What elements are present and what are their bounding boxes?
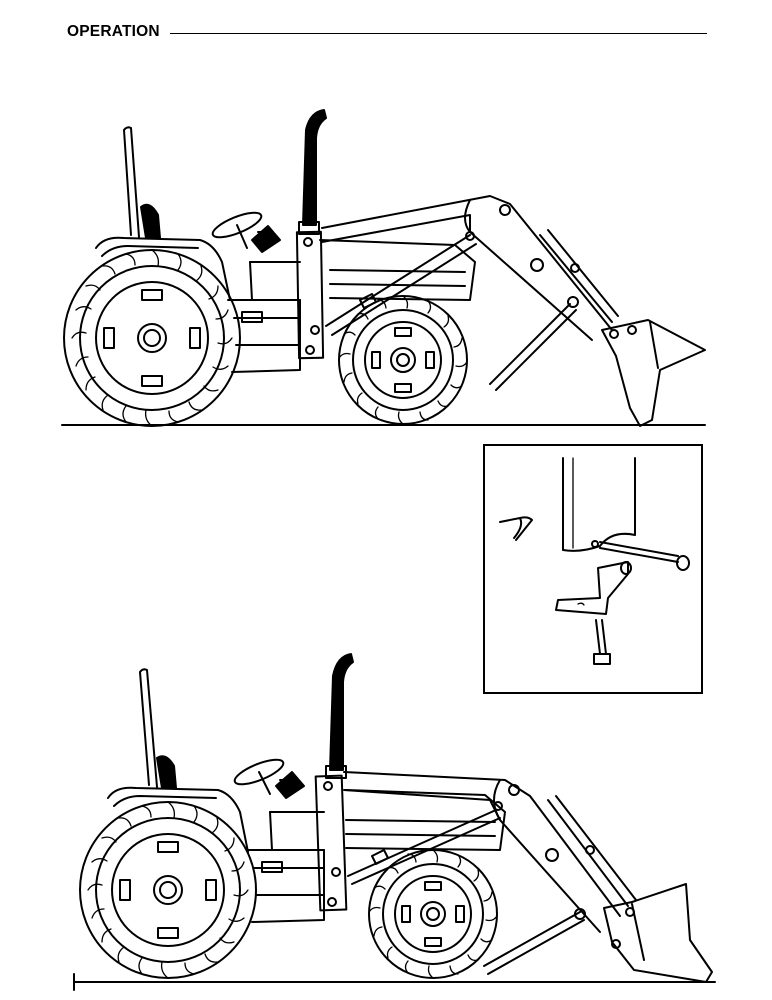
bottom-parking-stand xyxy=(483,908,586,975)
bottom-rear-fender xyxy=(107,786,249,853)
inset-upright-post xyxy=(562,457,636,552)
bottom-rear-wheel xyxy=(79,801,257,979)
inset-hair-pin-clip xyxy=(499,516,533,541)
bottom-tilt-cylinder xyxy=(547,795,637,907)
top-parking-stand xyxy=(489,296,579,391)
top-exhaust-stack xyxy=(298,109,327,235)
section-title: OPERATION xyxy=(67,23,160,40)
bottom-steering-wheel xyxy=(233,758,305,799)
page-header: OPERATION xyxy=(67,18,707,46)
bottom-tractor-body xyxy=(247,789,506,923)
bottom-front-wheel xyxy=(368,849,498,979)
bottom-rollbar xyxy=(139,668,177,789)
top-front-wheel xyxy=(338,295,468,425)
top-steering-wheel xyxy=(211,211,281,253)
top-loader-boom xyxy=(321,195,613,341)
bottom-bucket xyxy=(603,883,713,983)
inset-bracket xyxy=(555,561,632,615)
top-bucket xyxy=(601,319,706,427)
header-rule xyxy=(169,32,707,34)
bottom-exhaust-stack xyxy=(325,653,354,779)
inset-detail-frame xyxy=(483,444,703,694)
bottom-loader-upright xyxy=(314,774,348,912)
inset-pin xyxy=(591,540,690,571)
top-loader-upright xyxy=(295,230,325,360)
top-rollbar xyxy=(123,126,161,239)
top-rear-fender xyxy=(95,236,231,301)
inset-bolt xyxy=(593,619,611,665)
top-tilt-cylinder xyxy=(539,229,619,323)
top-rear-wheel xyxy=(63,249,241,427)
top-tractor-illustration xyxy=(61,109,706,427)
bottom-ground-line xyxy=(73,973,716,991)
